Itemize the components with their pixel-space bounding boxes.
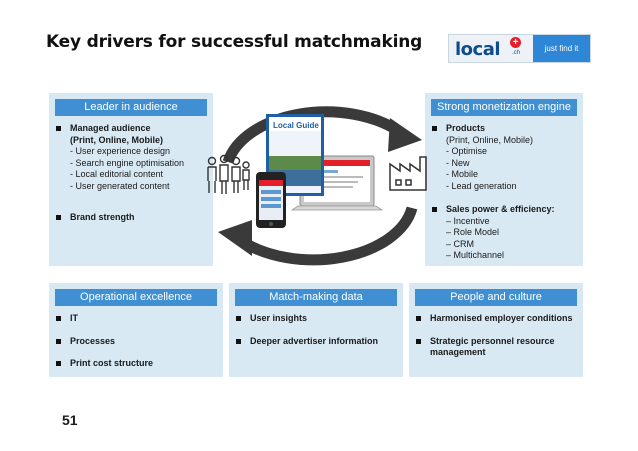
sub-item: - Mobile — [446, 169, 479, 179]
bullet-item: Harmonised employer conditions — [416, 313, 577, 325]
sub-item: – Multichannel — [446, 250, 505, 260]
bullet-square-icon — [56, 316, 61, 321]
box-header: Leader in audience — [55, 99, 207, 116]
logo-word: local — [455, 39, 501, 60]
box-match-making-data: Match-making data User insights Deeper a… — [229, 283, 403, 377]
bullet-text: Strategic personnel resource management — [430, 335, 555, 358]
bullet-item: Print cost structure — [56, 358, 217, 370]
phone-icon — [256, 172, 286, 228]
bullet-text: User insights — [250, 313, 308, 323]
box-header: Strong monetization engine — [431, 99, 577, 116]
sub-item: – Incentive — [446, 215, 490, 226]
logo-wordmark: local + .ch — [449, 35, 533, 62]
bullet-item: Managed audience — [56, 123, 207, 135]
bullet-text: Brand strength — [70, 212, 135, 222]
bullet-square-icon — [416, 338, 421, 344]
bullet-item: IT — [56, 313, 217, 325]
bullet-text: Managed audience — [70, 123, 151, 133]
arrow-head-icon — [218, 220, 252, 256]
sub-item: – CRM — [446, 238, 475, 249]
arrow-head-icon — [388, 118, 422, 152]
local-logo: local + .ch just find it — [448, 34, 591, 63]
sub-item: - Local editorial content — [70, 169, 164, 179]
bullet-square-icon — [56, 338, 61, 344]
bullet-item: Products — [432, 123, 577, 135]
bullet-square-icon — [56, 126, 61, 131]
factory-icon — [389, 156, 427, 191]
bullet-item: Sales power & efficiency: — [432, 204, 577, 216]
people-group-icon — [207, 154, 250, 194]
box-strong-monetization-engine: Strong monetization engine Products (Pri… — [425, 93, 583, 266]
book-label: Local Guide — [273, 121, 319, 130]
sub-item: (Print, Online, Mobile) — [70, 134, 163, 145]
bullet-item: Brand strength — [56, 212, 207, 224]
sub-item: - Search engine optimisation — [70, 157, 185, 168]
bullet-square-icon — [236, 338, 241, 344]
center-illustration: Local Guide — [207, 106, 427, 266]
bullet-text: IT — [70, 313, 78, 323]
box-body: Managed audience (Print, Online, Mobile)… — [56, 123, 207, 224]
bullet-square-icon — [56, 361, 61, 366]
box-header: Operational excellence — [55, 289, 217, 306]
page-number: 51 — [62, 412, 78, 428]
sub-item: – Role Model — [446, 227, 500, 237]
bullet-item: Strategic personnel resource management — [416, 336, 577, 359]
bullet-text: Sales power & efficiency: — [446, 204, 555, 214]
box-header: Match-making data — [235, 289, 397, 306]
bullet-text: Deeper advertiser information — [250, 335, 379, 346]
bullet-text: Processes — [70, 335, 116, 346]
logo-suffix: .ch — [512, 50, 521, 56]
bullet-text: Products — [446, 123, 486, 133]
sub-item: (Print, Online, Mobile) — [446, 134, 534, 145]
logo-plus-icon: + — [510, 37, 521, 48]
box-people-and-culture: People and culture Harmonised employer c… — [409, 283, 583, 377]
box-body: Products (Print, Online, Mobile) - Optim… — [432, 123, 577, 262]
box-body: IT Processes Print cost structure — [56, 313, 217, 370]
bullet-text: Harmonised employer conditions — [430, 313, 573, 323]
box-operational-excellence: Operational excellence IT Processes Prin… — [49, 283, 223, 377]
box-header: People and culture — [415, 289, 577, 306]
bullet-square-icon — [56, 215, 61, 220]
sub-item: - Lead generation — [446, 180, 517, 191]
bullet-square-icon — [432, 126, 437, 131]
sub-item: - User generated content — [70, 180, 170, 191]
box-body: User insights Deeper advertiser informat… — [236, 313, 397, 347]
sub-item: - User experience design — [70, 146, 171, 156]
bullet-item: User insights — [236, 313, 397, 325]
bullet-item: Processes — [56, 336, 217, 348]
page-title: Key drivers for successful matchmaking — [46, 32, 423, 52]
bullet-text: Print cost structure — [70, 358, 154, 368]
bullet-square-icon — [432, 207, 437, 212]
box-leader-in-audience: Leader in audience Managed audience (Pri… — [49, 93, 213, 266]
sub-item: - New — [446, 157, 470, 168]
sub-item: - Optimise — [446, 146, 488, 156]
bullet-item: Deeper advertiser information — [236, 336, 397, 348]
bullet-square-icon — [236, 316, 241, 321]
logo-tagline: just find it — [533, 35, 590, 62]
box-body: Harmonised employer conditions Strategic… — [416, 313, 577, 359]
bullet-square-icon — [416, 316, 421, 321]
